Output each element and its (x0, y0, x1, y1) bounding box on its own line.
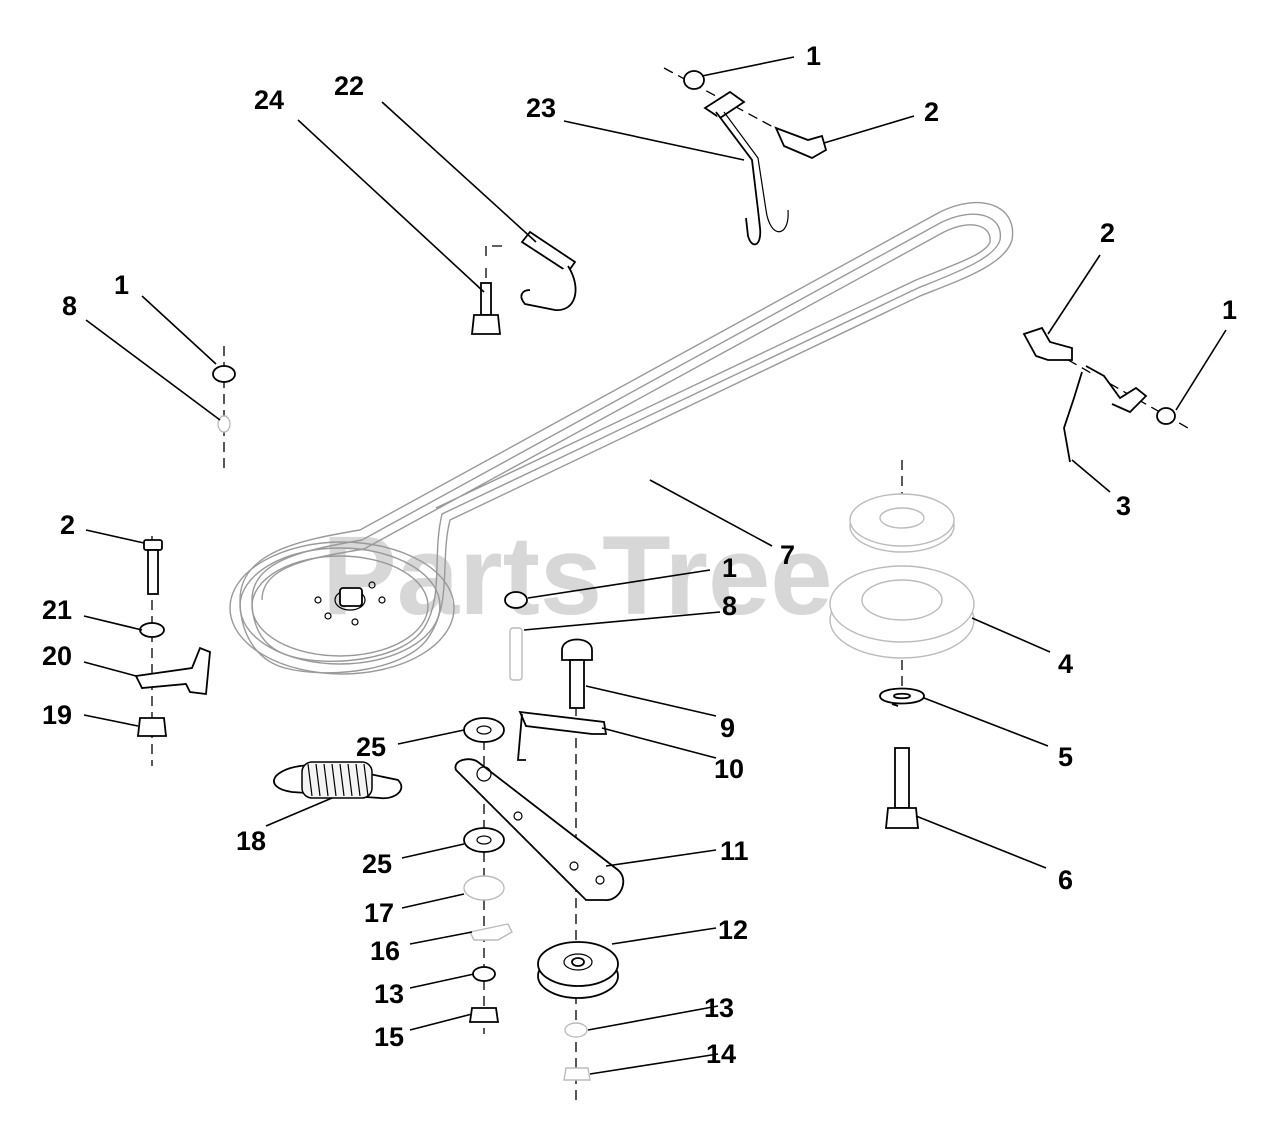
callout-8: 8 (62, 291, 77, 321)
washer-icon (472, 966, 496, 982)
callout-10: 10 (714, 754, 744, 784)
callout-19: 19 (42, 700, 72, 730)
bolt-icon (143, 539, 163, 551)
callout-2: 2 (60, 510, 75, 540)
callout-13: 13 (374, 979, 404, 1009)
callout-4: 4 (1058, 649, 1073, 679)
bearing-icon (463, 717, 505, 743)
nut-and-pin-center (504, 591, 528, 681)
leader-lines (83, 56, 1227, 1075)
callout-2: 2 (1100, 218, 1115, 248)
watermark: PartsTree TM (322, 513, 953, 638)
callout-23: 23 (526, 93, 556, 123)
callout-3: 3 (1116, 491, 1131, 521)
bolt-icon (885, 807, 919, 829)
callout-5: 5 (1058, 742, 1073, 772)
nut-icon (468, 1007, 500, 1023)
belt-guide-23 (663, 67, 828, 246)
callout-13: 13 (704, 993, 734, 1023)
callout-8: 8 (722, 591, 737, 621)
callout-12: 12 (718, 915, 748, 945)
nut-icon (1156, 407, 1176, 425)
callout-11: 11 (720, 836, 749, 866)
nut-icon (136, 717, 168, 737)
callout-18: 18 (236, 826, 266, 856)
lock-washer-icon (879, 687, 925, 707)
callout-7: 7 (780, 540, 795, 570)
callout-1: 1 (114, 270, 129, 300)
bearing-icon (463, 827, 505, 853)
callout-9: 9 (720, 713, 735, 743)
callout-25: 25 (362, 849, 392, 879)
callout-6: 6 (1058, 865, 1073, 895)
belt-guide-3 (1022, 326, 1189, 463)
idler-arm-assembly (454, 638, 625, 1100)
callout-2: 2 (924, 97, 939, 127)
callout-16: 16 (370, 936, 400, 966)
bolt-icon (774, 126, 828, 160)
drive-belt (229, 202, 1014, 675)
callout-21: 21 (42, 595, 72, 625)
callout-14: 14 (706, 1039, 736, 1069)
spring-18 (273, 761, 403, 800)
nut-and-pin-left (212, 346, 236, 470)
nut-icon (212, 365, 236, 383)
watermark-text: PartsTree (322, 513, 833, 638)
callout-15: 15 (374, 1022, 404, 1052)
flat-pulley-assembly (829, 460, 975, 829)
nut-icon (504, 591, 528, 609)
callout-24: 24 (254, 85, 284, 115)
bolt-icon (1022, 326, 1073, 361)
bracket-20-assembly (134, 536, 211, 766)
nut-icon (683, 70, 705, 90)
callout-labels: 1 2 23 22 24 2 1 1 8 3 7 2 1 8 21 4 20 1… (42, 41, 1237, 1069)
washer-icon (139, 622, 165, 638)
bolt-icon (561, 638, 593, 661)
callout-20: 20 (42, 641, 72, 671)
callout-1: 1 (722, 553, 737, 583)
callout-1: 1 (806, 41, 821, 71)
callout-1: 1 (1222, 295, 1237, 325)
belt-guide-22 (471, 230, 577, 335)
callout-22: 22 (334, 71, 364, 101)
bolt-icon (480, 282, 492, 316)
callout-25: 25 (356, 732, 386, 762)
callout-17: 17 (364, 898, 394, 928)
